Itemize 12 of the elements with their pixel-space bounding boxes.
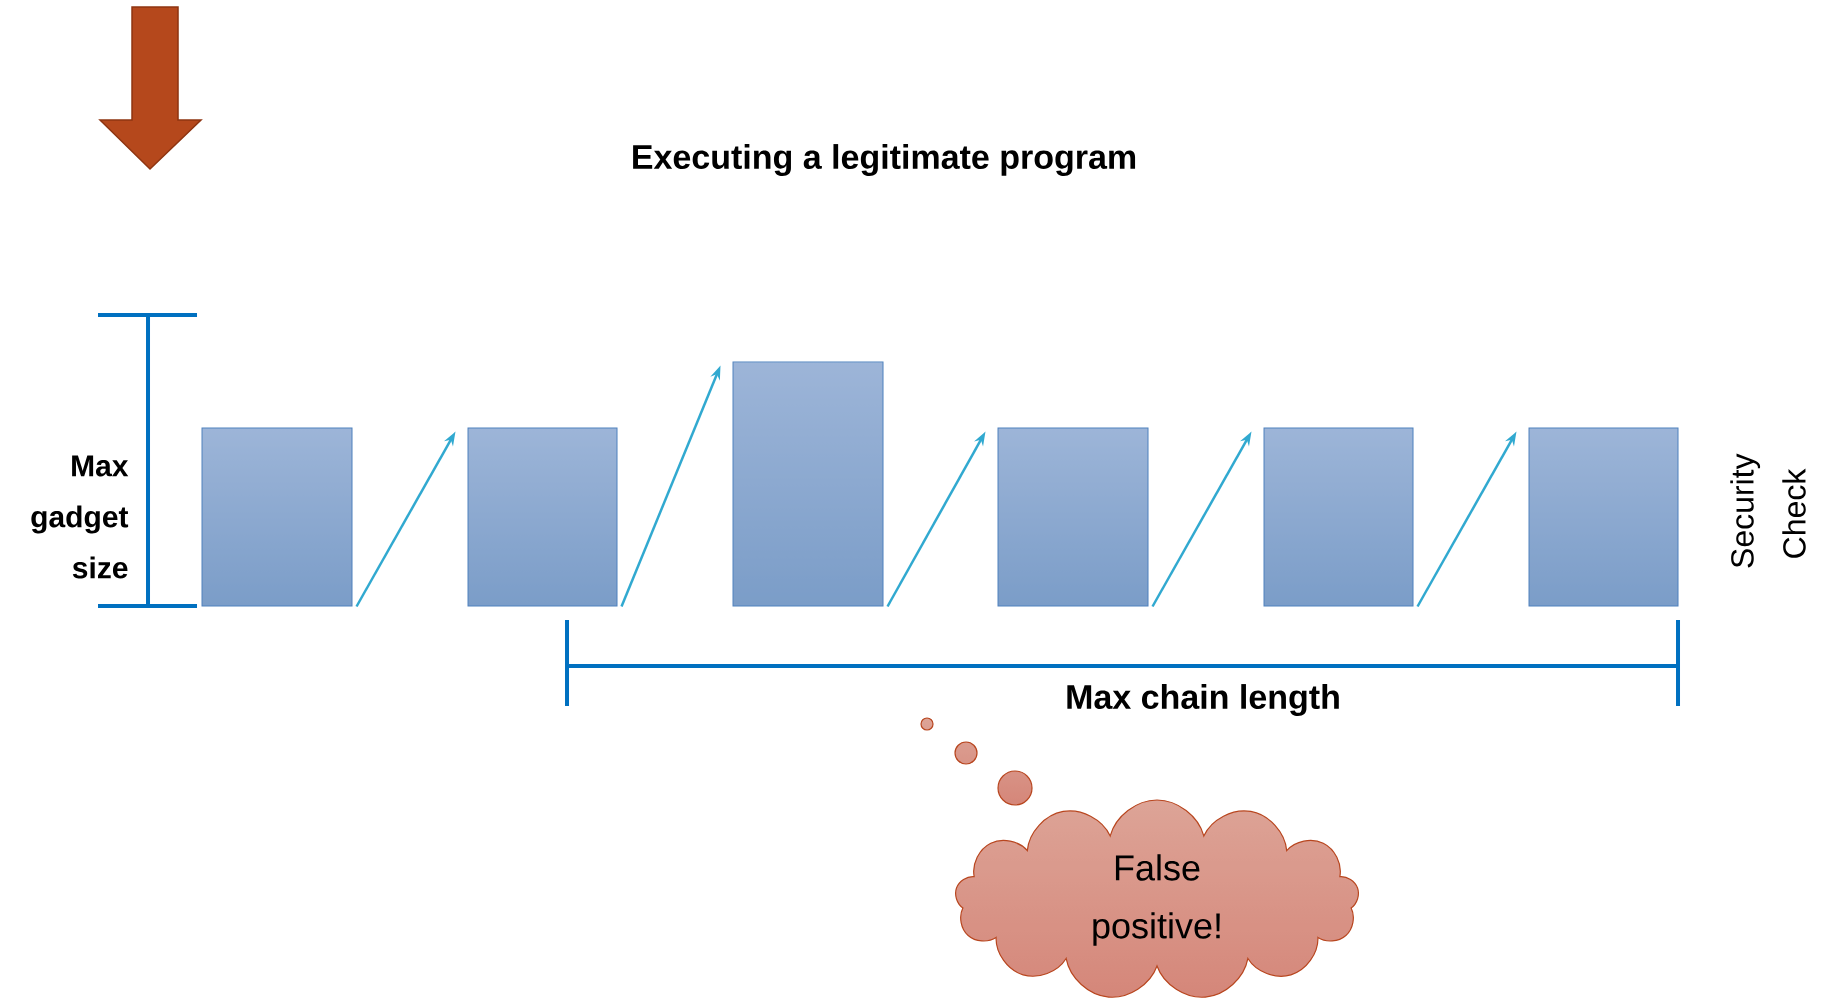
thought-cloud (955, 799, 1359, 998)
gadget-box (467, 427, 618, 607)
check-label: Security Check (1730, 453, 1806, 568)
gadget-box (1528, 427, 1679, 607)
dimension-label: Max chain length (1067, 684, 1339, 716)
gadget-box (201, 427, 353, 607)
gadget-box (732, 361, 884, 607)
dimension-label: Max gadget size (31, 455, 129, 579)
gadget-box (1263, 427, 1414, 607)
gadget-box (997, 427, 1149, 607)
diagram-title: Executing a legitimate program (633, 144, 1136, 176)
node-label: False positive! (1093, 854, 1220, 946)
